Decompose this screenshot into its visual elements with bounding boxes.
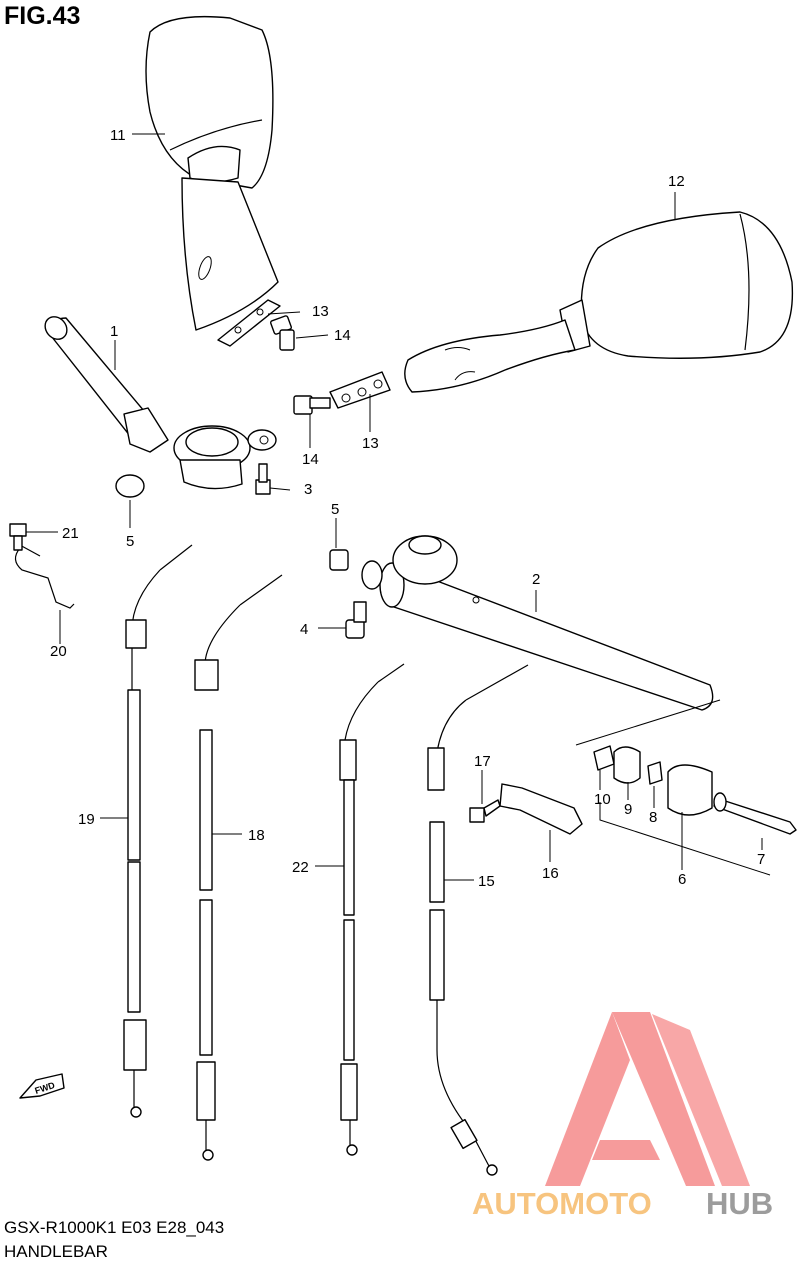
leader-lines <box>26 133 763 881</box>
callout-20: 20 <box>50 643 67 660</box>
cable-guide-part-20[interactable] <box>14 543 75 609</box>
callout-7: 7 <box>757 851 765 868</box>
callout-4: 4 <box>300 621 308 638</box>
bolt-part-4[interactable] <box>345 601 367 639</box>
mirror-bolt-part-14-lower[interactable] <box>293 395 331 415</box>
mirror-gasket-part-13-upper[interactable] <box>217 299 281 347</box>
callout-22: 22 <box>292 859 309 876</box>
mirror-right-part-12[interactable] <box>404 211 794 393</box>
callout-5-right: 5 <box>331 501 339 518</box>
callout-14-upper: 14 <box>334 327 351 344</box>
callout-13-upper: 13 <box>312 303 329 320</box>
figure-code: GSX-R1000K1 E03 E28_043 <box>4 1218 225 1237</box>
bolt-part-21[interactable] <box>9 523 27 551</box>
screw-part-7[interactable] <box>713 792 797 835</box>
handlebar-left-part-1[interactable] <box>41 312 277 490</box>
nut-part-8[interactable] <box>647 761 663 785</box>
watermark-text-auto-moto: AUTOMOTO <box>472 1186 652 1221</box>
handlebar-right-part-2[interactable] <box>361 535 714 711</box>
throttle-cable-part-19[interactable] <box>123 544 193 1118</box>
assembly-bracket-line <box>599 802 771 876</box>
callout-11: 11 <box>110 127 126 144</box>
clutch-cable-part-22[interactable] <box>339 663 405 1156</box>
callout-13-lower: 13 <box>362 435 379 452</box>
cable-clamp-part-16[interactable] <box>499 783 583 835</box>
washer-part-10[interactable] <box>593 745 615 771</box>
callout-9: 9 <box>624 801 632 818</box>
callout-10: 10 <box>594 791 611 808</box>
callout-16: 16 <box>542 865 559 882</box>
choke-cable-part-15[interactable] <box>427 664 529 1176</box>
callout-17: 17 <box>474 753 491 770</box>
watermark-logo: AUTOMOTO HUB <box>472 1012 773 1221</box>
fwd-arrow-icon: FWD <box>19 1073 65 1099</box>
assembly-line <box>575 699 721 746</box>
callout-15: 15 <box>478 873 495 890</box>
callout-19: 19 <box>78 811 95 828</box>
callout-21: 21 <box>62 525 79 542</box>
handlebar-plug-part-5-left[interactable] <box>115 474 145 498</box>
callout-5-left: 5 <box>126 533 134 550</box>
callout-1: 1 <box>110 323 118 340</box>
bolt-part-17[interactable] <box>469 799 501 823</box>
callouts: 11 12 1 13 14 14 13 3 5 5 2 4 21 20 17 1… <box>50 127 765 890</box>
callout-2: 2 <box>532 571 540 588</box>
mirror-left-part-11[interactable] <box>145 15 279 331</box>
spacer-part-9[interactable] <box>613 746 641 784</box>
mirror-gasket-part-13-lower[interactable] <box>329 371 391 409</box>
callout-6: 6 <box>678 871 686 888</box>
callout-8: 8 <box>649 809 657 826</box>
figure-title: FIG.43 <box>4 2 81 30</box>
callout-3: 3 <box>304 481 312 498</box>
throttle-cable-part-18[interactable] <box>194 574 283 1161</box>
figure-name: HANDLEBAR <box>4 1242 108 1261</box>
handlebar-plug-part-5-right[interactable] <box>329 549 349 571</box>
callout-18: 18 <box>248 827 265 844</box>
watermark-text-hub: HUB <box>706 1186 773 1221</box>
callout-12: 12 <box>668 173 685 190</box>
mirror-bolt-part-14-upper[interactable] <box>270 315 295 351</box>
bolt-part-3[interactable] <box>255 463 271 495</box>
balancer-part-6[interactable] <box>667 764 713 816</box>
callout-14-lower: 14 <box>302 451 319 468</box>
